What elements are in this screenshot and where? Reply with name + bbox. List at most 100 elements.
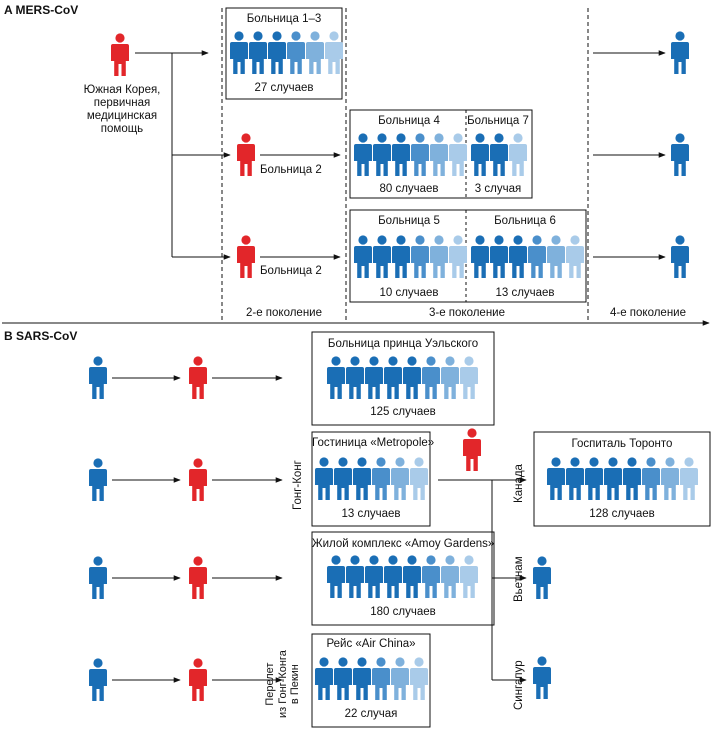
sars-group-box-4 <box>311 633 431 728</box>
sars-superspreader-person-icon <box>463 428 481 471</box>
destination-vietnam: Вьетнам <box>513 556 525 602</box>
sars-group-3-person-icon <box>327 555 345 598</box>
mers-group-4-person-icon <box>449 133 467 176</box>
sars-group-2-person-icon <box>315 457 333 500</box>
mers-group-1-person-icon <box>287 31 305 74</box>
mers-group-count-4: 80 случаев <box>379 183 439 195</box>
mers-group-5-person-icon <box>449 235 467 278</box>
mers-group-count-6: 13 случаев <box>495 287 555 299</box>
mers-group-4-person-icon <box>411 133 429 176</box>
mers-group-6-person-icon <box>566 235 584 278</box>
sars-group-count-4: 22 случая <box>344 708 398 720</box>
mers-group-6-person-icon <box>471 235 489 278</box>
mers-group-4-person-icon <box>354 133 372 176</box>
mers-4th-gen-person-icon <box>671 133 689 176</box>
sars-group-2-person-icon <box>391 457 409 500</box>
mers-group-title-5: Больница 5 <box>378 215 440 227</box>
sars-group-1-person-icon <box>403 356 421 399</box>
sars-section-title: B SARS-CoV <box>4 329 78 343</box>
sars-group-2-person-icon <box>334 457 352 500</box>
generation-3-label: 3-е поколение <box>428 307 506 319</box>
mers-group-6-person-icon <box>547 235 565 278</box>
sars-group-1-person-icon <box>365 356 383 399</box>
mers-group-1-person-icon <box>230 31 248 74</box>
mers-hospital-2-label-a: Больница 2 <box>260 164 322 176</box>
sars-group-3-person-icon <box>422 555 440 598</box>
mers-section-title: A MERS-CoV <box>4 3 79 17</box>
mers-group-count-1: 27 случаев <box>254 82 314 94</box>
sars-group-5-person-icon <box>604 457 622 500</box>
mers-group-4-person-icon <box>430 133 448 176</box>
mers-group-title-4: Больница 4 <box>378 115 440 127</box>
sars-group-5-person-icon <box>623 457 641 500</box>
sars-group-3-person-icon <box>460 555 478 598</box>
sars-vietnam-person-icon <box>533 556 551 599</box>
mers-group-4-person-icon <box>373 133 391 176</box>
sars-group-title-5: Госпиталь Торонто <box>571 438 673 450</box>
sars-group-5-person-icon <box>680 457 698 500</box>
generation-2-label: 2-е поколение <box>245 307 323 319</box>
sars-group-title-4: Рейс «Air China» <box>326 638 416 650</box>
sars-group-3-person-icon <box>441 555 459 598</box>
sars-spreader-person-icon <box>189 458 207 501</box>
sars-group-1-person-icon <box>441 356 459 399</box>
sars-group-5-person-icon <box>547 457 565 500</box>
mers-group-5-person-icon <box>354 235 372 278</box>
mers-source-label: Южная Корея, первичная медицинская помощ… <box>83 84 161 135</box>
sars-group-title-2: Гостиница «Metropole» <box>312 437 435 449</box>
mers-group-7-person-icon <box>471 133 489 176</box>
sars-group-4-person-icon <box>353 657 371 700</box>
sars-group-count-2: 13 случаев <box>341 508 401 520</box>
sars-group-5-person-icon <box>566 457 584 500</box>
flight-label: Перелет из Гонг-Конга в Пекин <box>264 650 301 718</box>
mers-group-title-6: Больница 6 <box>494 215 556 227</box>
mers-group-count-7: 3 случая <box>474 183 522 195</box>
sars-group-count-5: 128 случаев <box>589 508 655 520</box>
sars-source-person-icon <box>89 458 107 501</box>
sars-group-1-person-icon <box>422 356 440 399</box>
mers-4th-gen-person-icon <box>671 235 689 278</box>
sars-group-count-1: 125 случаев <box>370 406 436 418</box>
mers-group-1-person-icon <box>249 31 267 74</box>
sars-group-4-person-icon <box>372 657 390 700</box>
sars-group-1-person-icon <box>327 356 345 399</box>
sars-source-person-icon <box>89 556 107 599</box>
sars-group-4-person-icon <box>334 657 352 700</box>
mers-group-box-3 <box>349 209 587 303</box>
sars-group-1-person-icon <box>384 356 402 399</box>
mers-group-count-5: 10 случаев <box>379 287 439 299</box>
sars-group-title-1: Больница принца Уэльского <box>327 338 479 350</box>
mers-hospital-2-label-b: Больница 2 <box>260 265 322 277</box>
mers-group-4-person-icon <box>392 133 410 176</box>
mers-group-1-person-icon <box>325 31 343 74</box>
sars-group-3-person-icon <box>365 555 383 598</box>
mers-group-1-person-icon <box>268 31 286 74</box>
sars-source-person-icon <box>89 356 107 399</box>
mers-group-title-1: Больница 1–3 <box>246 13 322 25</box>
sars-spreader-person-icon <box>189 356 207 399</box>
mers-group-box-2 <box>349 109 533 199</box>
sars-group-3-person-icon <box>384 555 402 598</box>
mers-spreader-person-icon <box>237 133 255 176</box>
sars-group-5-person-icon <box>585 457 603 500</box>
mers-group-6-person-icon <box>528 235 546 278</box>
mers-spreader-person-icon <box>237 235 255 278</box>
generation-4-label: 4-е поколение <box>609 307 687 319</box>
mers-group-1-person-icon <box>306 31 324 74</box>
sars-group-3-person-icon <box>346 555 364 598</box>
mers-group-7-person-icon <box>490 133 508 176</box>
mers-group-5-person-icon <box>392 235 410 278</box>
sars-group-4-person-icon <box>315 657 333 700</box>
sars-group-box-5 <box>533 431 711 527</box>
mers-group-5-person-icon <box>411 235 429 278</box>
sars-group-box-1 <box>311 331 495 426</box>
sars-spreader-person-icon <box>189 658 207 701</box>
sars-source-person-icon <box>89 658 107 701</box>
mers-group-title-7: Больница 7 <box>467 115 529 127</box>
mers-group-5-person-icon <box>373 235 391 278</box>
sars-group-4-person-icon <box>391 657 409 700</box>
sars-group-1-person-icon <box>460 356 478 399</box>
sars-group-title-3: Жилой комплекс «Amoy Gardens» <box>312 538 495 550</box>
